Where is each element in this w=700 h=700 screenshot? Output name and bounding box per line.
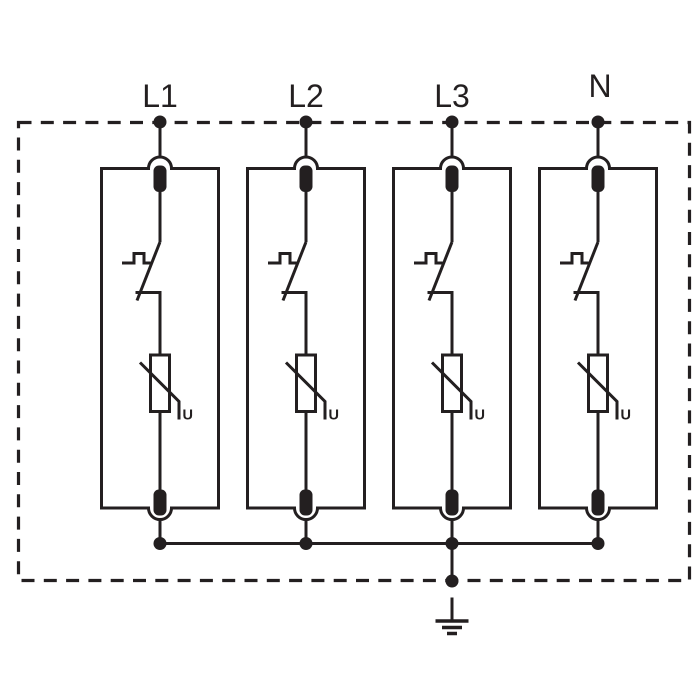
terminal-label-l2: L2 (288, 78, 324, 114)
terminal-label-l1: L1 (142, 78, 178, 114)
earth-ground-connection (435, 543, 469, 636)
enclosure-ground-dot (445, 574, 459, 588)
terminal-label-l3: L3 (434, 78, 470, 114)
protection-module-branch-l1 (100, 114, 220, 552)
terminal-label-n: N (588, 68, 611, 104)
protection-module-branch-l2 (246, 114, 366, 552)
protection-module-branch-l3 (392, 114, 512, 552)
protection-module-branch-n (538, 114, 658, 552)
device-enclosure-dashed-outline (16, 120, 692, 583)
